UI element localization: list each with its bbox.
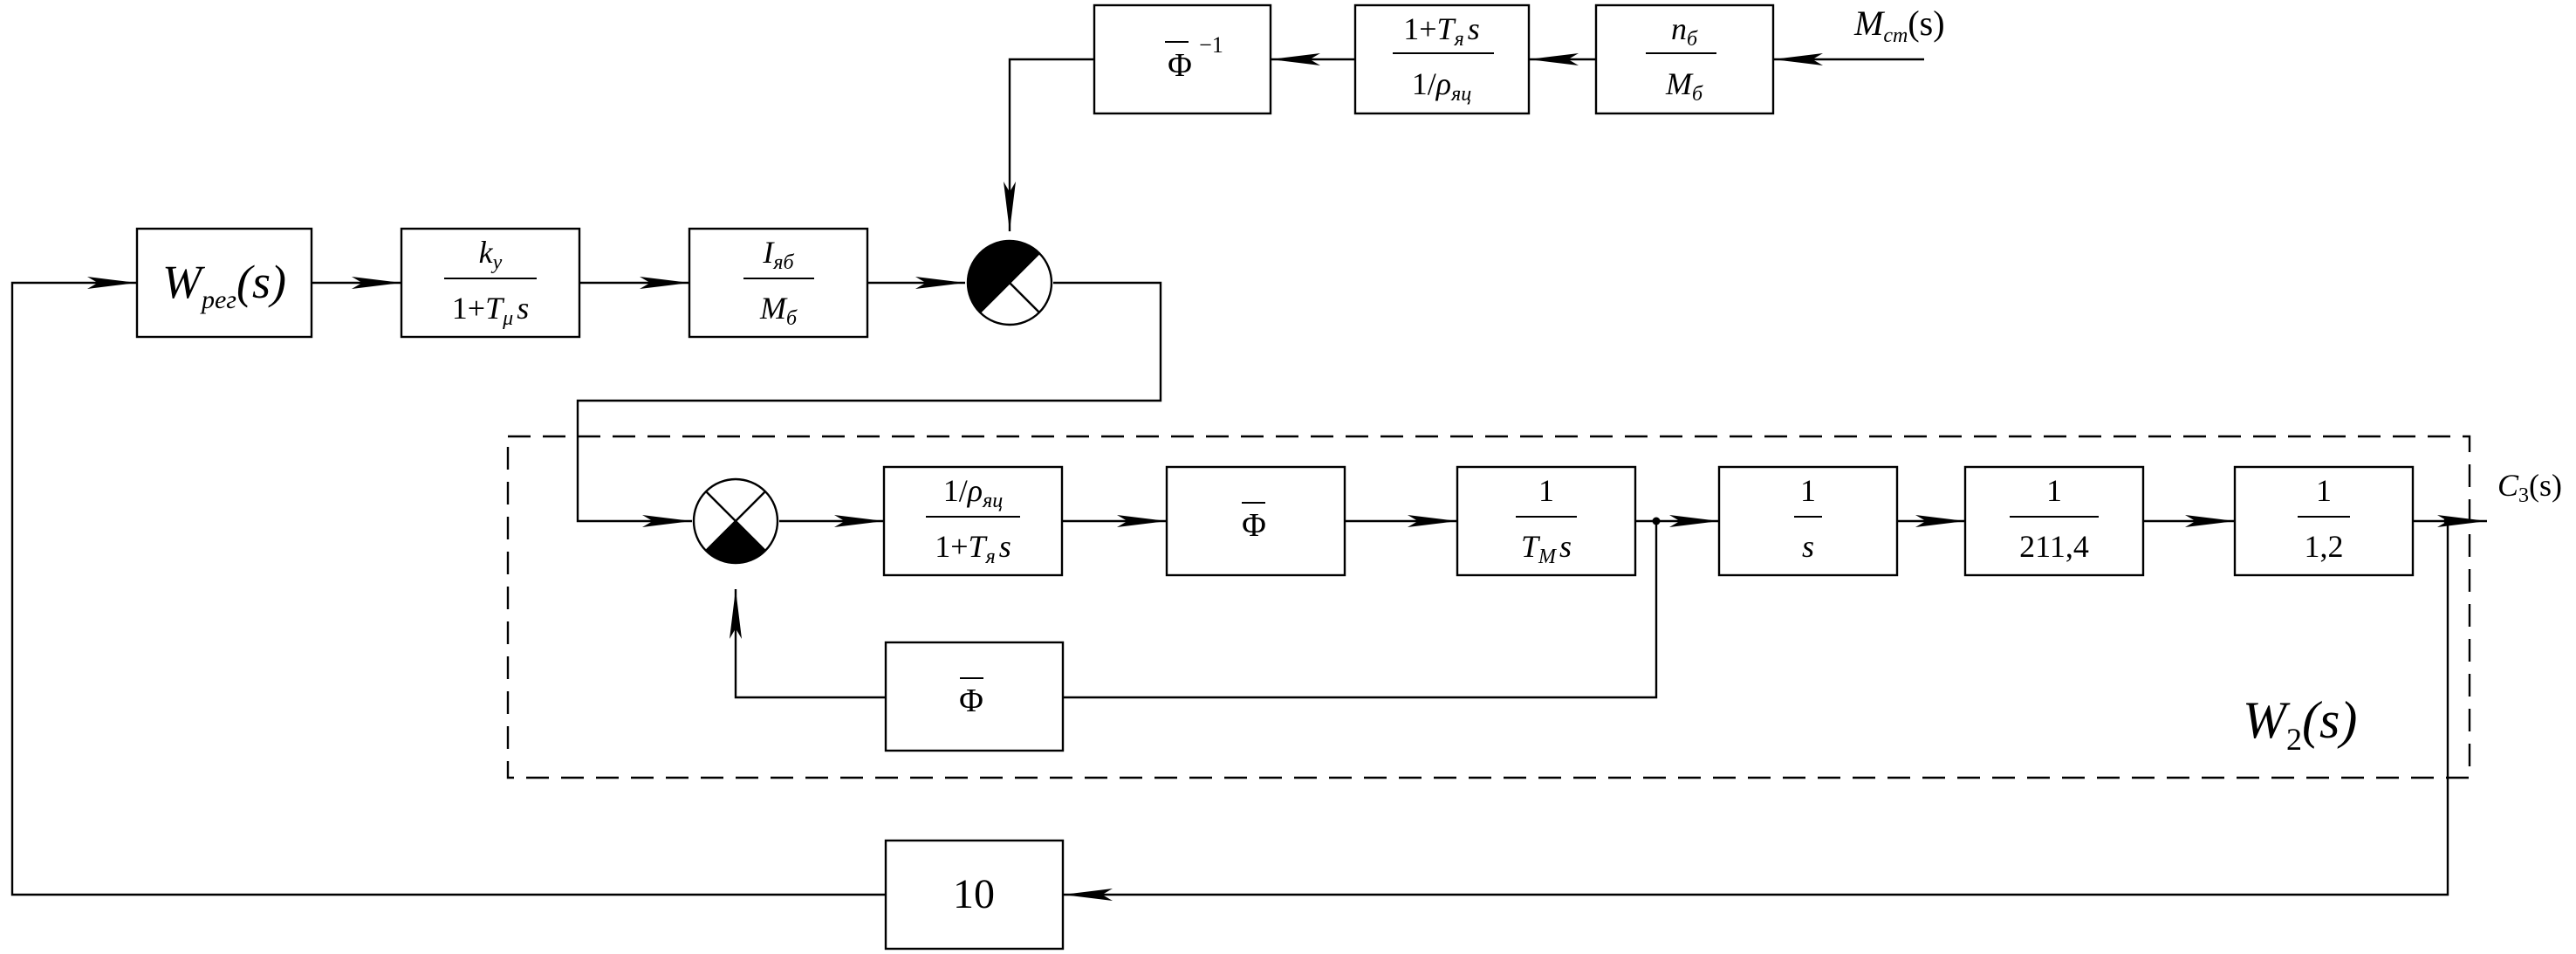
w2-label: W2(s) xyxy=(2243,691,2357,757)
link-phi-inv-to-summer1 xyxy=(1004,58,1094,231)
connections xyxy=(10,53,2487,901)
phi-inverse-symbol: Φ xyxy=(1168,47,1192,84)
summing-junction-2 xyxy=(692,477,779,565)
integrator-denominator: s xyxy=(1802,529,1814,564)
current-scale-denominator: Mб xyxy=(759,291,798,330)
link-output-to-gain10 xyxy=(1063,521,2449,901)
link-phi-fb-to-summer2 xyxy=(730,589,886,699)
flux-symbol: Φ xyxy=(1242,507,1266,544)
gain-211-denominator: 211,4 xyxy=(2019,529,2089,564)
flux-feedback-block: Φ xyxy=(884,641,1065,752)
integrator-block: 1 s xyxy=(1717,465,1899,577)
flux-block: Φ xyxy=(1165,465,1346,577)
nb-mb-block: nб Mб xyxy=(1594,3,1775,115)
integrator-numerator: 1 xyxy=(1800,473,1816,508)
current-scale-numerator: Iяб xyxy=(762,235,794,274)
nb-mb-denominator: Mб xyxy=(1665,66,1703,106)
controller-block: Wрег(s) xyxy=(135,227,313,339)
load-torque-label: Mст(s) xyxy=(1853,3,1945,47)
armature-ratio-denominator: 1/ρяц xyxy=(1412,66,1471,106)
mechanical-numerator: 1 xyxy=(1538,473,1554,508)
phi-inverse-block: Φ −1 xyxy=(1093,3,1272,115)
pickoff-point-speed xyxy=(1652,517,1661,525)
feedback-gain-block: 10 xyxy=(884,839,1065,951)
output-signal-label: C3(s) xyxy=(2497,468,2562,507)
gain-211-numerator: 1 xyxy=(2046,473,2062,508)
summing-junction-1 xyxy=(966,239,1053,326)
feedback-gain-value: 10 xyxy=(953,871,995,917)
gain-211-block: 1 211,4 xyxy=(1963,465,2145,577)
link-gain10-to-wreg xyxy=(10,277,886,896)
gain-12-numerator: 1 xyxy=(2316,473,2332,508)
gain-12-block: 1 1,2 xyxy=(2233,465,2415,577)
w2-boundary xyxy=(506,435,2471,779)
flux-feedback-symbol: Φ xyxy=(959,683,983,719)
link-summer1-to-summer2 xyxy=(576,281,1162,527)
current-scale-block: Iяб Mб xyxy=(688,227,869,339)
pickoff-point-output xyxy=(2443,517,2452,525)
controller-label: Wрег(s) xyxy=(162,256,286,314)
gain-12-denominator: 1,2 xyxy=(2305,529,2344,564)
nb-mb-numerator: nб xyxy=(1671,11,1698,51)
armature-numerator: 1/ρяц xyxy=(943,473,1003,512)
link-tm-to-phi-fb xyxy=(1063,521,1658,699)
converter-numerator: kу xyxy=(479,235,503,274)
phi-inverse-exponent: −1 xyxy=(1199,32,1223,58)
